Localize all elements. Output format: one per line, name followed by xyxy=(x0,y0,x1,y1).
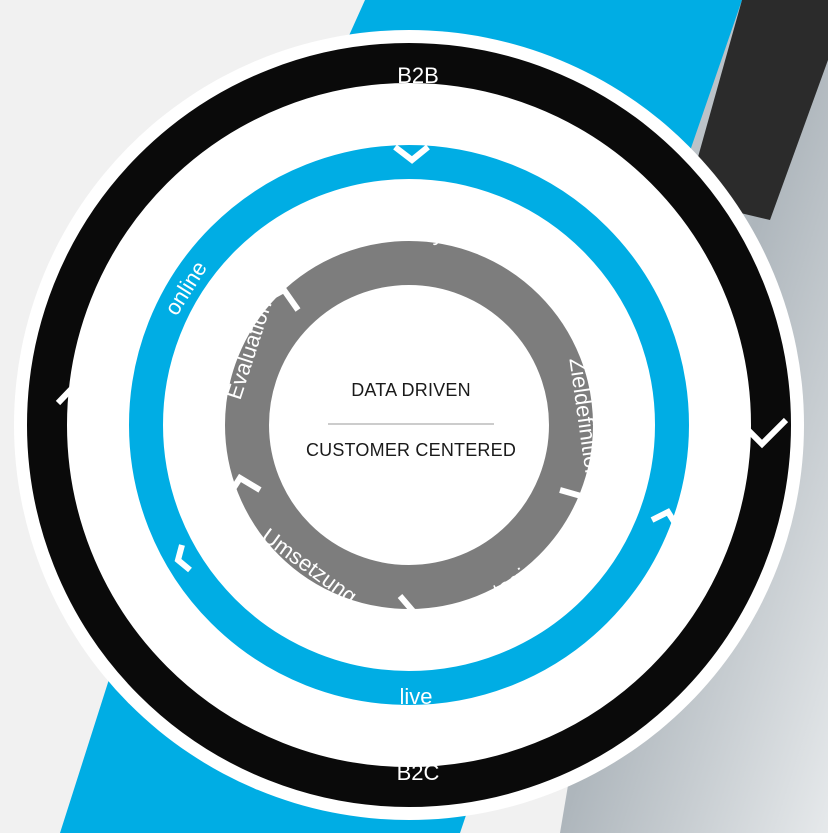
cycle-arrow-3 xyxy=(395,594,416,628)
middle-ring-chevron-left xyxy=(174,544,192,573)
outer-ring-label-bottom: B2C xyxy=(397,760,440,785)
middle-ring-chevron-right xyxy=(650,508,681,530)
inner-cycle-ring xyxy=(225,241,593,609)
center-line-1: DATA DRIVEN xyxy=(351,380,471,400)
outer-ring xyxy=(27,43,791,807)
dark-diagonal-band xyxy=(686,0,828,220)
center-line-2: CUSTOMER CENTERED xyxy=(306,440,516,460)
cycle-step-analyse: Analyse xyxy=(389,217,469,247)
cycle-arrow-2 xyxy=(559,487,603,522)
middle-ring-label-bottom: live xyxy=(399,684,432,709)
middle-ring xyxy=(129,145,689,705)
outer-ring-chevron-left xyxy=(55,375,105,406)
cycle-arrow-4 xyxy=(223,473,262,502)
outer-ring-label-top: B2B xyxy=(397,63,439,88)
cycle-arrow-1 xyxy=(570,269,596,314)
middle-ring-chevron-top xyxy=(393,144,430,164)
outer-ring-chevron-right xyxy=(735,417,789,449)
cycle-arrow-5 xyxy=(260,286,301,312)
